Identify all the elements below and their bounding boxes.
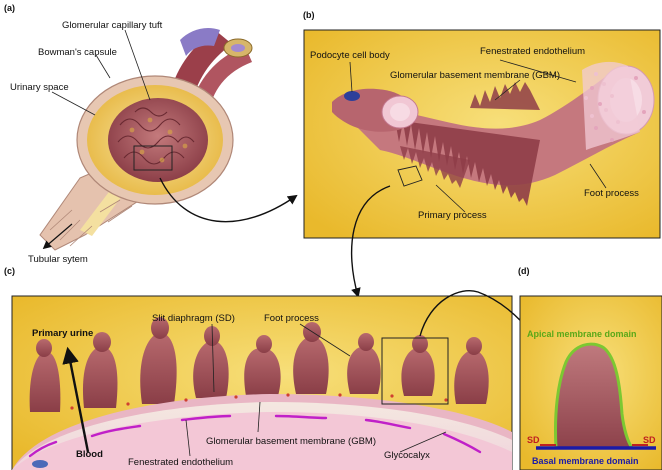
panel-c-letter: (c) [4, 266, 15, 276]
panel-c: (c) [4, 266, 528, 470]
label-primary-process: Primary process [418, 210, 487, 221]
panel-d: (d) Apical membrane domain SD SD Basal m… [518, 266, 662, 470]
label-fenestrated-endothelium-b: Fenestrated endothelium [480, 46, 585, 57]
label-sd-left: SD [527, 435, 540, 445]
label-gbm-c: Glomerular basement membrane (GBM) [206, 436, 376, 447]
label-bowmans-capsule: Bowman's capsule [38, 47, 117, 58]
label-glomerular-tuft: Glomerular capillary tuft [62, 20, 163, 31]
label-slit-diaphragm: Slit diaphragm (SD) [152, 313, 235, 324]
panel-a-letter: (a) [4, 3, 15, 13]
label-foot-process-c: Foot process [264, 313, 319, 324]
label-tubular-system: Tubular sytem [28, 254, 88, 265]
label-basal-domain: Basal membrane domain [532, 456, 639, 466]
label-fenestrated-endothelium-c: Fenestrated endothelium [128, 457, 233, 468]
blood-cell [32, 460, 48, 468]
label-foot-process-b: Foot process [584, 188, 639, 199]
glomerular-tuft [108, 98, 208, 182]
label-gbm-b: Glomerular basement membrane (GBM) [390, 70, 560, 81]
label-primary-urine: Primary urine [32, 328, 93, 339]
label-blood: Blood [76, 449, 103, 460]
panel-a: (a) [4, 3, 296, 265]
label-sd-right: SD [643, 435, 656, 445]
panel-b-letter: (b) [303, 10, 315, 20]
label-apical-domain: Apical membrane domain [527, 329, 637, 339]
panel-d-letter: (d) [518, 266, 530, 276]
label-glycocalyx: Glycocalyx [384, 450, 430, 461]
label-urinary-space: Urinary space [10, 82, 69, 93]
label-podocyte-body: Podocyte cell body [310, 50, 390, 61]
panel-b: (b) [303, 10, 660, 296]
